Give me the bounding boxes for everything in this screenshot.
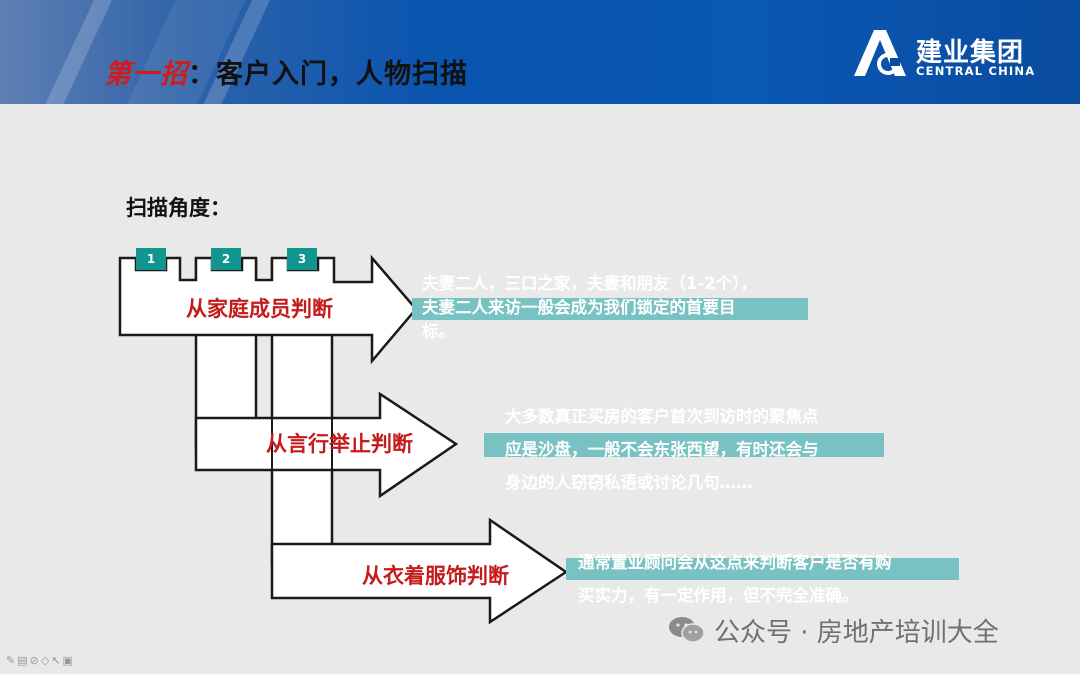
description-line: 大多数真正买房的客户首次到访时的聚焦点 bbox=[505, 407, 819, 426]
teal-bar-3 bbox=[566, 558, 959, 580]
page-title-accent: 第一招 bbox=[104, 59, 188, 90]
watermark: 公众号 · 房地产培训大全 bbox=[668, 612, 999, 648]
tab-number-2: 2 bbox=[211, 248, 241, 270]
description-behavior: 大多数真正买房的客户首次到访时的聚焦点 应是沙盘，一般不会东张西望，有时还会与 … bbox=[505, 400, 875, 499]
description-line: 通常置业顾问会从这点来判断客户是否有购 bbox=[578, 553, 892, 572]
cursor-icon[interactable]: ↖ bbox=[51, 654, 63, 667]
description-family: 夫妻二人，三口之家，夫妻和朋友（1-2个）， 夫妻二人来访一般会成为我们锁定的首… bbox=[422, 272, 802, 344]
logo-mark-icon bbox=[854, 30, 906, 76]
description-line: 应是沙盘，一般不会东张西望，有时还会与 bbox=[505, 440, 819, 459]
camera-icon[interactable]: ▣ bbox=[62, 654, 75, 667]
arrow-2 bbox=[194, 391, 459, 499]
page-title: 第一招：客户入门，人物扫描 bbox=[104, 52, 468, 91]
arrow-1 bbox=[118, 254, 418, 365]
arrow-label-behavior: 从言行举止判断 bbox=[266, 432, 413, 456]
company-logo: 建业集团 CENTRAL CHINA bbox=[852, 28, 1036, 84]
section-heading: 扫描角度： bbox=[126, 196, 231, 220]
arrow-label-clothing: 从衣着服饰判断 bbox=[362, 564, 509, 588]
logo-english-name: CENTRAL CHINA bbox=[916, 64, 1036, 78]
watermark-text: 公众号 · 房地产培训大全 bbox=[714, 617, 999, 648]
arrow-3 bbox=[270, 517, 569, 625]
tab-number-1: 1 bbox=[136, 248, 166, 270]
description-clothing: 通常置业顾问会从这点来判断客户是否有购 买实力，有一定作用，但不完全准确。 bbox=[578, 546, 948, 612]
description-line: 夫妻二人，三口之家，夫妻和朋友（1-2个）， bbox=[422, 274, 758, 293]
pen-icon[interactable]: ✎ bbox=[6, 654, 18, 667]
teal-bar-2 bbox=[484, 433, 884, 457]
description-line: 标。 bbox=[422, 322, 455, 341]
logo-chinese-name: 建业集团 bbox=[916, 38, 1025, 68]
description-line: 身边的人窃窃私语或讨论几句…… bbox=[505, 473, 753, 492]
slide-toolbar[interactable]: ✎▤⊘◇↖▣ bbox=[6, 654, 75, 667]
pointer-icon[interactable]: ⊘ bbox=[29, 654, 41, 667]
eraser-icon[interactable]: ◇ bbox=[40, 654, 52, 667]
tab-number-3: 3 bbox=[287, 248, 317, 270]
arrow-label-family: 从家庭成员判断 bbox=[186, 297, 333, 321]
teal-bar-1 bbox=[412, 298, 808, 320]
description-line: 夫妻二人来访一般会成为我们锁定的首要目 bbox=[422, 298, 736, 317]
page-title-text: ：客户入门，人物扫描 bbox=[188, 59, 468, 90]
description-line: 买实力，有一定作用，但不完全准确。 bbox=[578, 586, 859, 605]
header-banner: 第一招：客户入门，人物扫描 建业集团 CENTRAL CHINA bbox=[0, 0, 1080, 104]
slides-icon[interactable]: ▤ bbox=[17, 654, 30, 667]
wechat-icon bbox=[668, 615, 706, 645]
